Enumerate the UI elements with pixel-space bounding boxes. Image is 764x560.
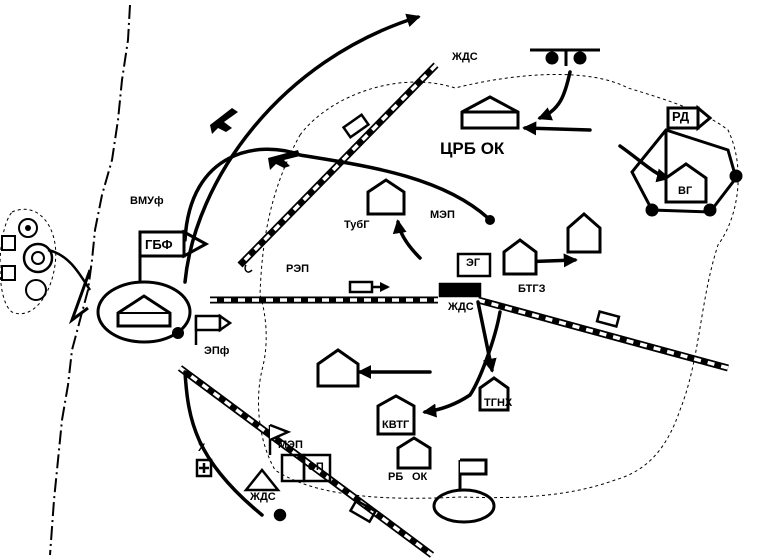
gbf-flag [138,229,210,282]
district-boundary [258,74,739,499]
epf-flag [194,313,233,345]
railway-lines [177,62,729,558]
label-tubg: ТубГ [344,219,370,231]
label-rep: РЭП [286,263,310,275]
left-unit-cluster [0,208,92,315]
airfield-symbol [530,48,600,66]
label-zhds-bottom: ЖДС [250,491,276,503]
main-base [68,269,192,344]
label-eg: ЭГ [466,257,481,269]
vehicle-icons [341,113,621,524]
aircraft-icon [210,108,300,170]
unit-tents [316,95,708,470]
border-line [49,4,131,556]
label-mep-bottom: МЭП [278,439,303,451]
rep-mark [244,264,253,273]
label-gbf: ГБФ [145,237,173,252]
label-zhds-center: ЖДС [448,301,474,313]
label-vg: ВГ [678,185,693,197]
rd-area [630,104,743,217]
label-rb: РБ [388,471,404,483]
label-x: Х [198,442,206,454]
label-rd: РД [672,109,690,124]
label-crb-ok: ЦРБ ОК [440,139,505,158]
label-ep-bottom: ЭП [308,461,324,473]
movement-arrows [183,13,671,517]
label-ok: ОК [412,471,428,483]
label-tgnh: ТГНХ [484,397,513,409]
base-node [172,327,184,339]
mep-node [485,215,495,225]
bottom-boxes [195,423,332,522]
label-mep-center: МЭП [430,209,455,221]
label-epf: ЭПф [204,345,230,357]
label-zhds-top: ЖДС [452,51,478,63]
label-kvtg: КВТГ [382,419,410,431]
label-vmuf: ВМУф [130,195,164,207]
rb-ok-oval [432,458,496,524]
label-btgz: БТГЗ [518,283,546,295]
